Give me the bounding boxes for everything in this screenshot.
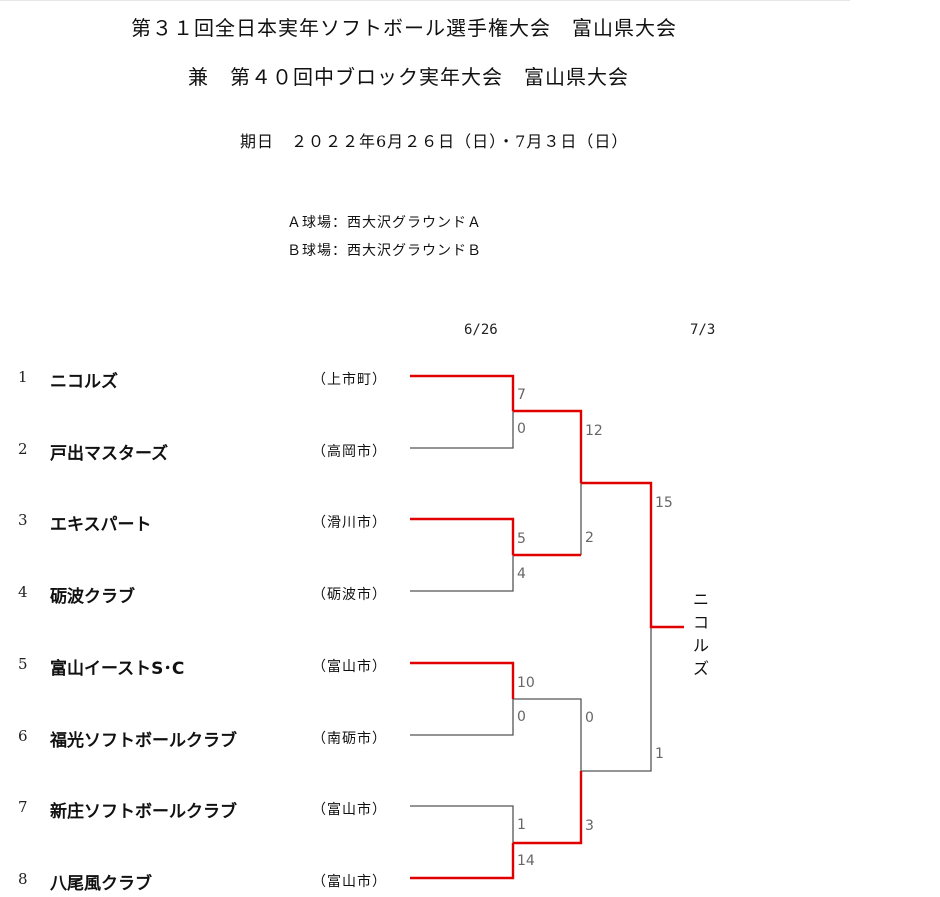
final-date: 7/3	[690, 322, 716, 338]
team-city: （富山市）	[312, 802, 387, 818]
team-name: エキスパート	[50, 515, 152, 535]
bracket-line-team2	[410, 411, 514, 449]
bracket-line-team4	[410, 555, 514, 592]
bracket-win-final	[581, 481, 684, 629]
score-r1m4-top: 1	[517, 817, 526, 833]
team-seed: 8	[18, 870, 28, 888]
champion-char: ズ	[693, 659, 710, 678]
champion-char: ニ	[693, 590, 710, 609]
event-dates: 期日 ２０２２年6月２６日（日）・7月３日（日）	[240, 132, 629, 151]
team-seed: 2	[18, 440, 28, 458]
team-name: 砺波クラブ	[50, 587, 135, 607]
bracket-line-team7	[410, 805, 514, 843]
bracket-line-team6	[410, 699, 514, 736]
tournament-subtitle: 兼 第４０回中ブロック実年大会 富山県大会	[188, 65, 629, 89]
score-final-bottom: 1	[655, 746, 664, 762]
team-seed: 1	[18, 368, 28, 386]
bracket-line-final-bottom	[581, 627, 652, 772]
bracket-win-lines	[410, 374, 684, 880]
score-sf2-top: 0	[585, 710, 594, 726]
team-seed: 5	[18, 655, 28, 673]
team-city: （南砺市）	[312, 731, 387, 747]
score-final-top: 15	[655, 495, 673, 511]
team-name: 新庄ソフトボールクラブ	[50, 802, 237, 822]
team-city: （富山市）	[312, 659, 387, 675]
team-row: 1 ニコルズ （上市町）	[0, 368, 400, 392]
score-sf1-top: 12	[585, 423, 603, 439]
team-seed: 3	[18, 511, 28, 529]
team-row: 4 砺波クラブ （砺波市）	[0, 583, 400, 607]
round1-date: 6/26	[464, 322, 498, 338]
bracket-win-sf2	[513, 771, 583, 845]
score-r1m3-top: 10	[517, 675, 535, 691]
team-seed: 6	[18, 727, 28, 745]
bracket-win-team5	[410, 661, 515, 699]
bracket-lose-lines	[410, 411, 652, 843]
team-row: 8 八尾風クラブ （富山市）	[0, 870, 400, 894]
team-seed: 7	[18, 798, 28, 816]
team-city: （上市町）	[312, 372, 387, 388]
score-r1m1-top: 7	[517, 387, 526, 403]
champion-char: コ	[693, 613, 710, 632]
team-city: （高岡市）	[312, 444, 387, 460]
team-city: （滑川市）	[312, 515, 387, 531]
top-rule	[0, 0, 850, 1]
score-sf2-bottom: 3	[585, 818, 594, 834]
bracket-line-sf2-top	[513, 698, 582, 771]
team-name: 富山イーストS･C	[50, 659, 185, 679]
bracket-win-team8	[410, 843, 515, 880]
score-r1m2-bottom: 4	[517, 566, 526, 582]
score-r1m4-bottom: 14	[517, 853, 535, 869]
bracket-win-team1	[410, 374, 515, 411]
score-r1m2-top: 5	[517, 531, 526, 547]
team-row: 7 新庄ソフトボールクラブ （富山市）	[0, 798, 400, 822]
bracket-win-sf1	[513, 409, 583, 483]
champion-char: ル	[693, 636, 710, 655]
team-row: 5 富山イーストS･C （富山市）	[0, 655, 400, 679]
tournament-title: 第３１回全日本実年ソフトボール選手権大会 富山県大会	[131, 16, 677, 40]
team-name: 八尾風クラブ	[50, 874, 152, 894]
score-r1m3-bottom: 0	[517, 709, 526, 725]
score-sf1-bottom: 2	[585, 530, 594, 546]
team-seed: 4	[18, 583, 28, 601]
team-city: （富山市）	[312, 874, 387, 890]
team-row: 3 エキスパート （滑川市）	[0, 511, 400, 535]
venue-a: Ａ球場：西大沢グラウンドＡ	[287, 215, 482, 231]
venue-b: Ｂ球場：西大沢グラウンドＢ	[287, 243, 482, 259]
team-row: 6 福光ソフトボールクラブ （南砺市）	[0, 727, 400, 751]
bracket-win-team3	[410, 517, 515, 555]
team-row: 2 戸出マスターズ （高岡市）	[0, 440, 400, 464]
team-name: 戸出マスターズ	[50, 444, 169, 464]
team-name: ニコルズ	[50, 372, 118, 392]
score-r1m1-bottom: 0	[517, 421, 526, 437]
team-name: 福光ソフトボールクラブ	[50, 731, 237, 751]
team-city: （砺波市）	[312, 587, 387, 603]
